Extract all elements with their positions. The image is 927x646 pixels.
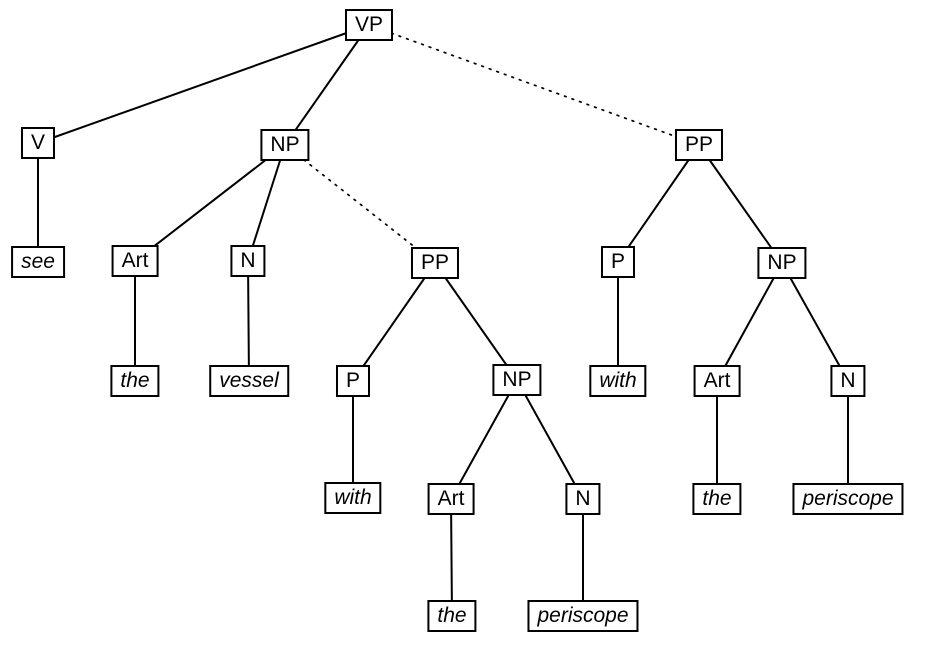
tree-edge-np-obj-pp-low	[284, 144, 436, 264]
tree-node-periscope-high: periscope	[792, 483, 904, 515]
tree-node-art-high: Art	[693, 365, 741, 397]
tree-edge-art-low-the-low	[450, 498, 453, 617]
tree-node-v: V	[20, 127, 56, 159]
tree-node-art-obj: Art	[111, 245, 159, 277]
tree-node-n-high: N	[830, 365, 866, 397]
tree-edge-np-high-art-high	[716, 262, 783, 382]
tree-edge-vp-pp-high	[368, 24, 700, 146]
tree-edge-pp-low-np-low	[434, 262, 518, 381]
tree-node-np-obj: NP	[260, 129, 310, 161]
tree-edge-np-obj-n-obj	[247, 144, 286, 262]
tree-edge-pp-low-p-low	[352, 262, 436, 382]
tree-node-the-high: the	[692, 483, 742, 515]
tree-node-pp-low: PP	[410, 247, 460, 279]
tree-node-np-low: NP	[492, 364, 542, 396]
tree-edge-pp-high-np-high	[698, 144, 783, 264]
tree-edge-np-high-n-high	[781, 262, 849, 382]
tree-node-with-high: with	[589, 365, 647, 397]
tree-node-n-low: N	[565, 483, 601, 515]
tree-node-np-high: NP	[757, 247, 807, 279]
tree-edge-pp-high-p-high	[617, 144, 700, 263]
tree-node-vessel: vessel	[209, 365, 289, 397]
tree-edge-vp-v	[37, 24, 370, 144]
tree-node-p-low: P	[335, 365, 371, 397]
tree-node-vp: VP	[344, 9, 394, 41]
tree-edge-n-obj-vessel	[247, 260, 250, 382]
tree-edge-vp-np-obj	[284, 24, 370, 146]
tree-node-n-obj: N	[230, 245, 266, 277]
tree-edge-np-obj-art-obj	[134, 144, 286, 262]
tree-node-pp-high: PP	[674, 129, 724, 161]
tree-node-p-high: P	[600, 246, 636, 278]
tree-edge-np-low-n-low	[516, 379, 584, 500]
tree-node-the-obj: the	[110, 365, 160, 397]
tree-node-the-low: the	[427, 600, 477, 632]
tree-node-see: see	[11, 246, 65, 278]
tree-node-art-low: Art	[427, 483, 475, 515]
tree-edge-np-low-art-low	[450, 379, 518, 500]
tree-node-periscope-low: periscope	[527, 600, 639, 632]
tree-node-with-low: with	[324, 482, 382, 514]
